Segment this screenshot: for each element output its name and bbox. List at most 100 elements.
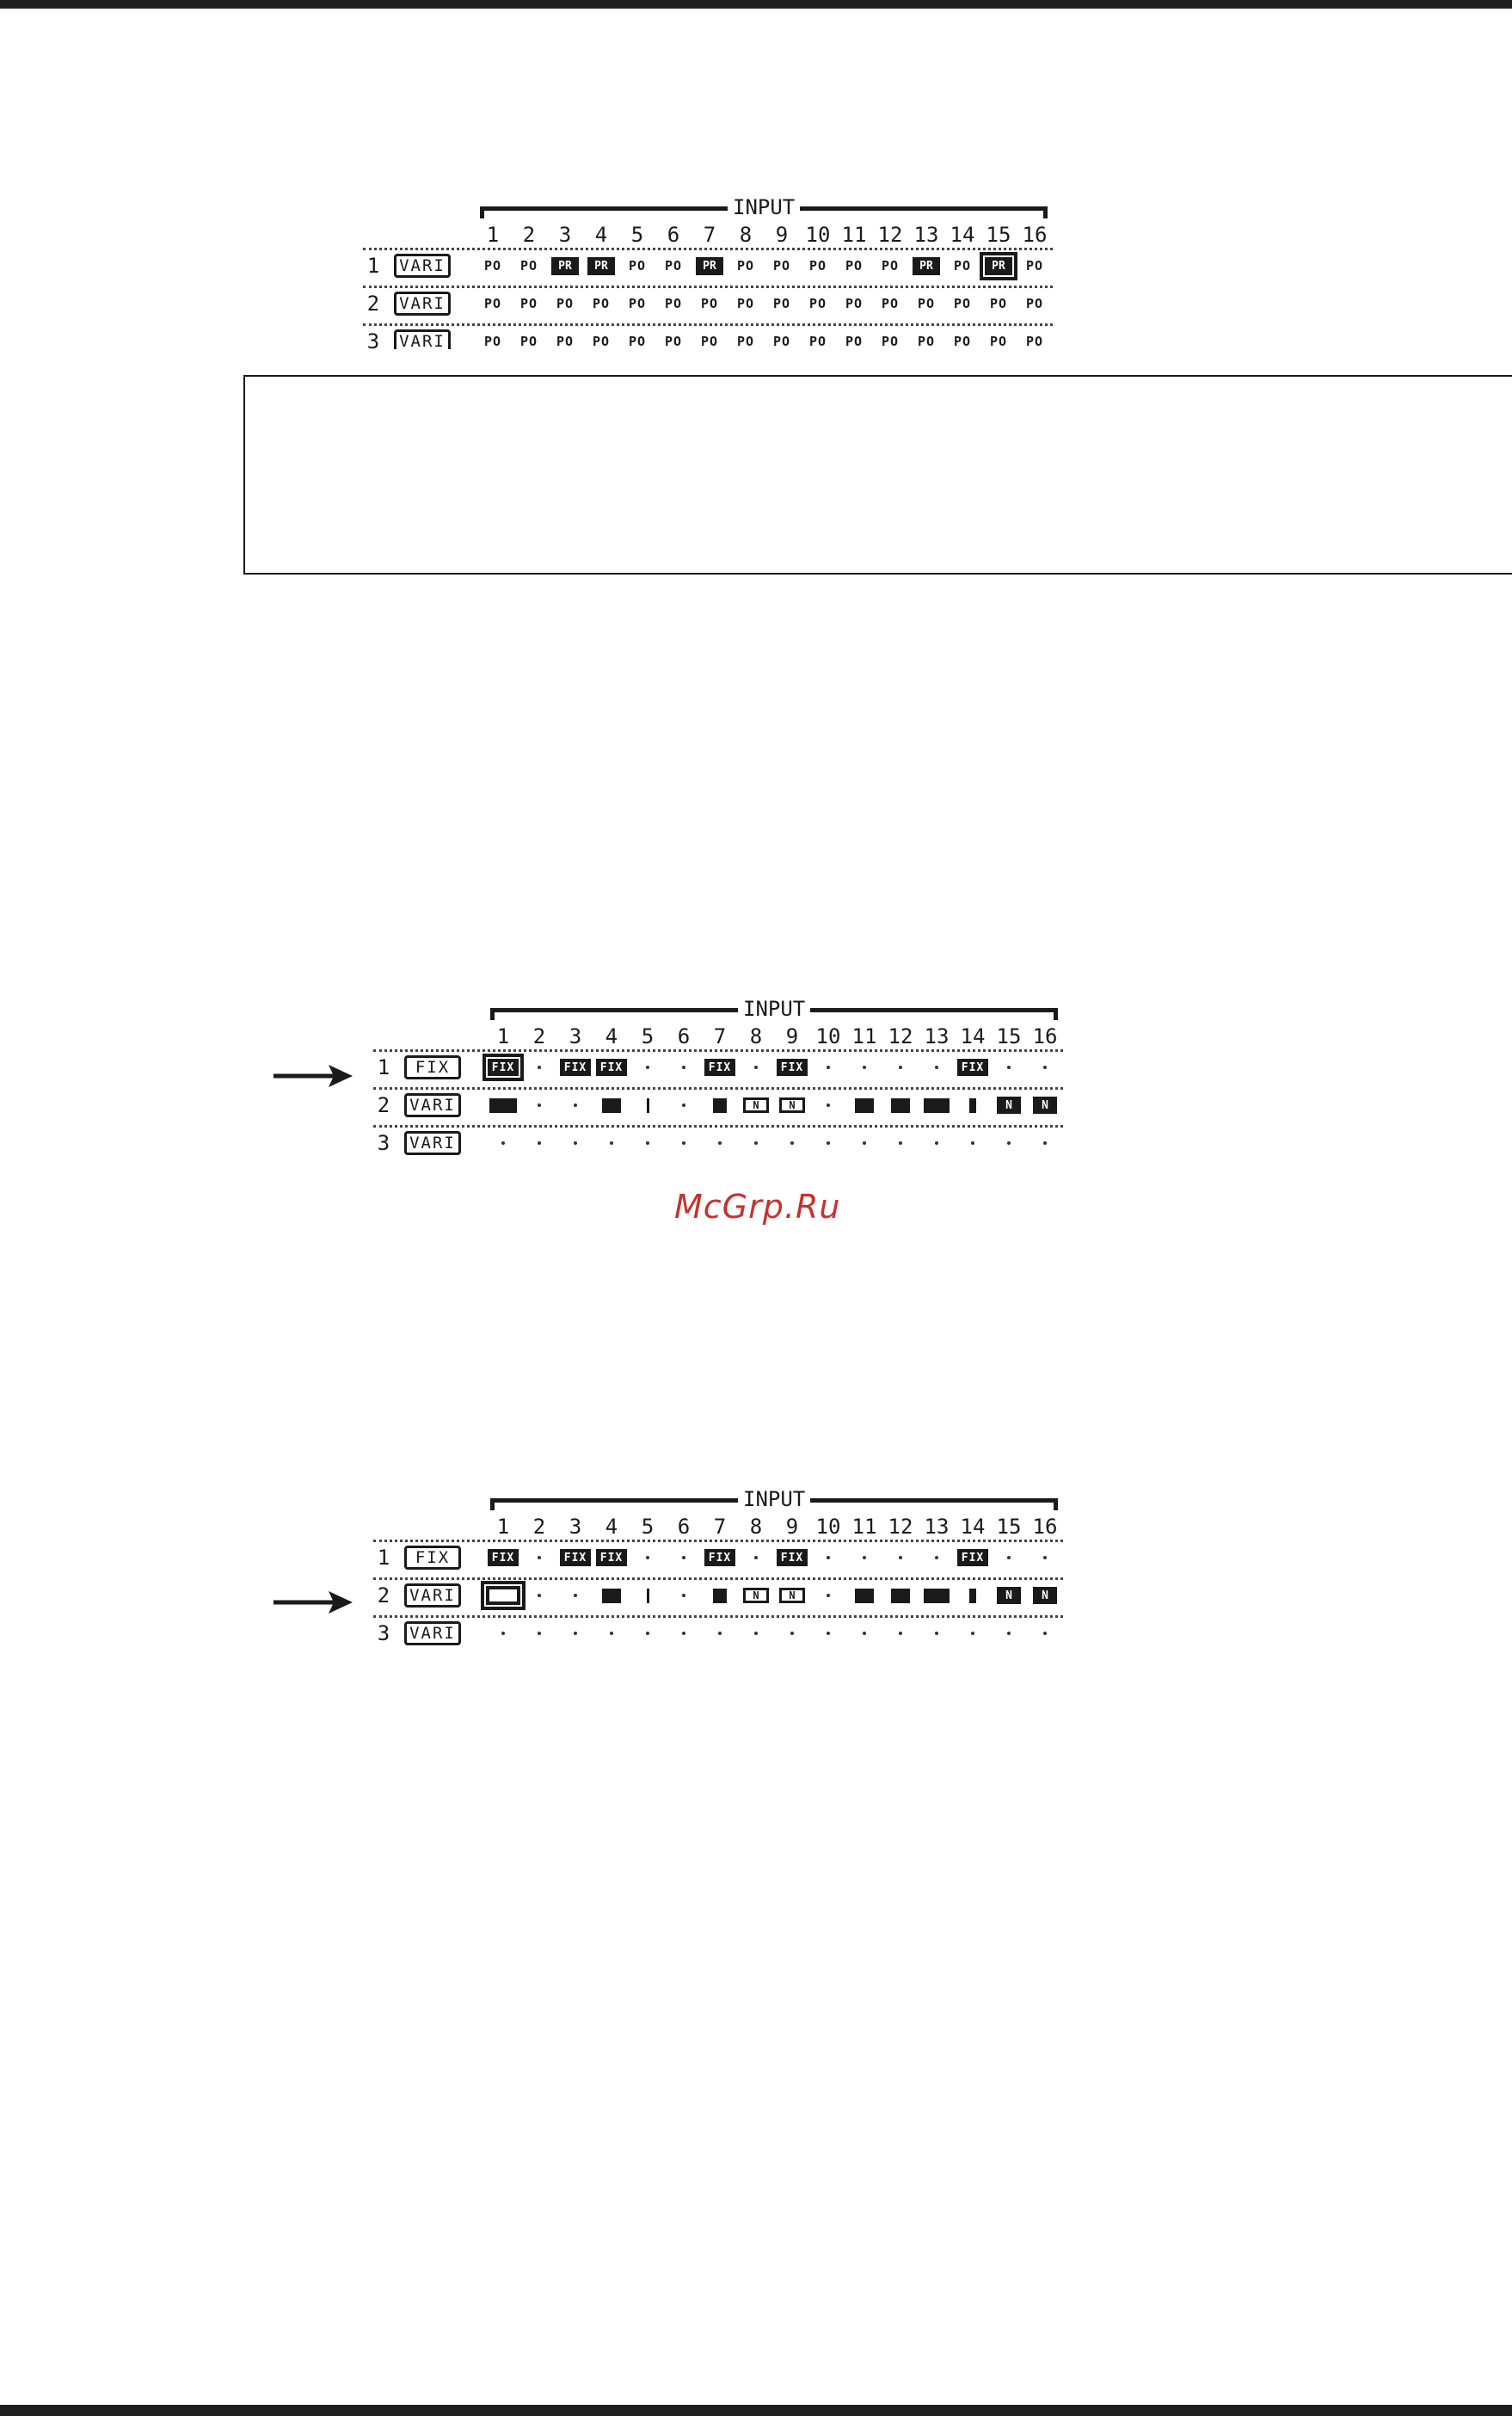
channel-cell[interactable]: FIX: [774, 1546, 810, 1570]
channel-cell[interactable]: PO: [872, 292, 908, 316]
channel-cell[interactable]: PO: [800, 292, 836, 316]
channel-cell[interactable]: PR: [583, 254, 619, 278]
channel-cell-selected[interactable]: PR: [980, 251, 1017, 280]
channel-cell[interactable]: PO: [655, 292, 691, 316]
channel-cell[interactable]: PO: [619, 254, 655, 278]
channel-cell[interactable]: PO: [980, 329, 1017, 349]
channel-cell[interactable]: [810, 1093, 846, 1117]
channel-cell[interactable]: [485, 1093, 521, 1117]
channel-cell[interactable]: [846, 1546, 882, 1570]
channel-cell[interactable]: FIX: [557, 1546, 593, 1570]
channel-cell[interactable]: PO: [908, 329, 944, 349]
channel-cell[interactable]: PO: [836, 254, 872, 278]
channel-cell[interactable]: N: [991, 1093, 1027, 1117]
channel-cell[interactable]: PO: [511, 329, 547, 349]
channel-cell[interactable]: [991, 1621, 1027, 1645]
channel-cell[interactable]: [919, 1621, 955, 1645]
channel-cell[interactable]: [630, 1093, 666, 1117]
channel-cell[interactable]: [919, 1055, 955, 1079]
channel-cell[interactable]: FIX: [702, 1546, 738, 1570]
channel-cell[interactable]: PO: [475, 254, 511, 278]
channel-cell[interactable]: [846, 1093, 882, 1117]
channel-cell[interactable]: [882, 1131, 919, 1155]
channel-cell[interactable]: PO: [728, 329, 764, 349]
channel-cell[interactable]: FIX: [557, 1055, 593, 1079]
channel-cell[interactable]: [738, 1621, 774, 1645]
channel-cell[interactable]: PO: [872, 329, 908, 349]
mode-vari-button[interactable]: VARI: [394, 292, 451, 316]
channel-cell[interactable]: [1027, 1546, 1063, 1570]
channel-cell[interactable]: [630, 1131, 666, 1155]
channel-cell[interactable]: [630, 1055, 666, 1079]
channel-cell[interactable]: [521, 1583, 557, 1608]
mode-vari-button[interactable]: VARI: [404, 1621, 461, 1645]
channel-cell[interactable]: [991, 1055, 1027, 1079]
channel-cell[interactable]: [919, 1583, 955, 1608]
channel-cell[interactable]: FIX: [702, 1055, 738, 1079]
channel-cell[interactable]: PO: [619, 292, 655, 316]
channel-cell[interactable]: [882, 1621, 919, 1645]
channel-cell[interactable]: N: [774, 1093, 810, 1117]
channel-cell[interactable]: [593, 1093, 630, 1117]
channel-cell[interactable]: [846, 1583, 882, 1608]
channel-cell[interactable]: PO: [1017, 329, 1053, 349]
channel-cell[interactable]: [702, 1093, 738, 1117]
channel-cell[interactable]: [702, 1131, 738, 1155]
channel-cell[interactable]: PO: [475, 292, 511, 316]
channel-cell[interactable]: [810, 1055, 846, 1079]
channel-cell[interactable]: [630, 1546, 666, 1570]
channel-cell[interactable]: [521, 1131, 557, 1155]
channel-cell[interactable]: N: [738, 1583, 774, 1608]
channel-cell[interactable]: PO: [583, 292, 619, 316]
channel-cell[interactable]: [810, 1546, 846, 1570]
channel-cell[interactable]: [882, 1583, 919, 1608]
channel-cell[interactable]: [774, 1621, 810, 1645]
channel-cell[interactable]: PO: [728, 292, 764, 316]
channel-cell[interactable]: FIX: [774, 1055, 810, 1079]
channel-cell[interactable]: [738, 1055, 774, 1079]
channel-cell[interactable]: [1027, 1621, 1063, 1645]
channel-cell[interactable]: [882, 1055, 919, 1079]
channel-cell[interactable]: PO: [800, 254, 836, 278]
channel-cell[interactable]: PO: [511, 292, 547, 316]
channel-cell[interactable]: N: [774, 1583, 810, 1608]
channel-cell[interactable]: [557, 1131, 593, 1155]
mode-fix-button[interactable]: FIX: [404, 1546, 461, 1570]
channel-cell[interactable]: PO: [944, 329, 980, 349]
channel-cell[interactable]: N: [1027, 1093, 1063, 1117]
channel-cell[interactable]: PO: [655, 329, 691, 349]
channel-cell[interactable]: [666, 1055, 702, 1079]
mode-vari-button[interactable]: VARI: [394, 329, 451, 349]
channel-cell[interactable]: PO: [655, 254, 691, 278]
channel-cell[interactable]: [666, 1583, 702, 1608]
channel-cell[interactable]: PO: [1017, 292, 1053, 316]
channel-cell[interactable]: [485, 1131, 521, 1155]
channel-cell[interactable]: [593, 1621, 630, 1645]
channel-cell[interactable]: [846, 1131, 882, 1155]
channel-cell[interactable]: [557, 1621, 593, 1645]
channel-cell[interactable]: [955, 1621, 991, 1645]
channel-cell[interactable]: PO: [511, 254, 547, 278]
channel-cell[interactable]: [810, 1621, 846, 1645]
channel-cell[interactable]: PR: [908, 254, 944, 278]
channel-cell[interactable]: [521, 1621, 557, 1645]
channel-cell[interactable]: PO: [944, 254, 980, 278]
channel-cell[interactable]: [521, 1546, 557, 1570]
channel-cell[interactable]: [666, 1131, 702, 1155]
channel-cell[interactable]: N: [991, 1583, 1027, 1608]
channel-cell[interactable]: [485, 1621, 521, 1645]
channel-cell[interactable]: PO: [836, 292, 872, 316]
channel-cell[interactable]: FIX: [593, 1055, 630, 1079]
channel-cell[interactable]: [919, 1546, 955, 1570]
channel-cell[interactable]: [557, 1583, 593, 1608]
mode-vari-button[interactable]: VARI: [404, 1131, 461, 1155]
channel-cell[interactable]: PO: [691, 329, 728, 349]
channel-cell[interactable]: PO: [980, 292, 1017, 316]
channel-cell[interactable]: [846, 1621, 882, 1645]
channel-cell[interactable]: [521, 1093, 557, 1117]
channel-cell[interactable]: [593, 1131, 630, 1155]
channel-cell[interactable]: [702, 1621, 738, 1645]
channel-cell[interactable]: PO: [908, 292, 944, 316]
channel-cell[interactable]: [810, 1131, 846, 1155]
channel-cell[interactable]: PO: [836, 329, 872, 349]
